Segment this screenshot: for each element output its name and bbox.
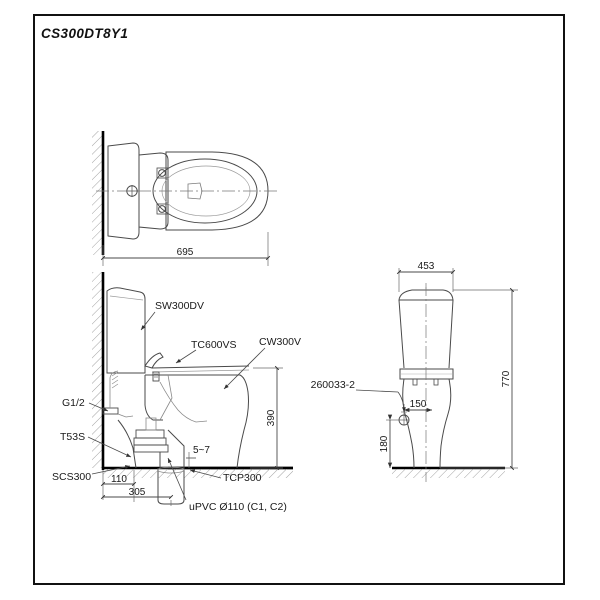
side-view-pedestal-back xyxy=(117,419,137,469)
leader-tcp300 xyxy=(189,469,222,479)
label-t53s: T53S xyxy=(60,431,85,443)
side-view-seat-bottom xyxy=(151,369,250,373)
label-upvc: uPVC Ø110 (C1, C2) xyxy=(189,501,287,513)
label-g12: G1/2 xyxy=(62,397,85,409)
front-view-tank-sides xyxy=(398,299,454,369)
side-view-bowl-outer xyxy=(145,374,249,469)
side-view-connector-3 xyxy=(133,444,169,453)
leader-260033-2 xyxy=(397,391,406,413)
side-view-floor-hatch xyxy=(103,469,293,478)
label-sw300dv: SW300DV xyxy=(155,300,204,312)
side-view-wall-hatch xyxy=(92,272,102,468)
leader-upvc xyxy=(167,457,187,501)
top-view-bowl-neck xyxy=(138,152,169,230)
side-view-seat-top xyxy=(151,365,250,369)
side-view-trapway-detail xyxy=(159,374,173,421)
leader-cw300v xyxy=(223,347,266,390)
top-view-hinge-left xyxy=(158,169,166,177)
top-view-tank-outline xyxy=(107,142,140,240)
top-view-group: 695 xyxy=(92,131,278,266)
label-cw300v: CW300V xyxy=(259,336,301,348)
dim-180: 180 xyxy=(379,435,390,452)
front-view-tank-lid xyxy=(398,289,454,301)
label-tc600vs: TC600VS xyxy=(191,339,237,351)
dim-390: 390 xyxy=(266,409,277,426)
side-view-seat-hinge xyxy=(144,352,164,369)
top-view-hinge-right xyxy=(158,205,166,213)
front-view-floor-hatch xyxy=(392,469,505,478)
side-view-bowl-inner xyxy=(159,381,208,423)
front-view-pedestal-right xyxy=(439,378,452,469)
side-view-group: 390 5~7 110 305 SW300DV xyxy=(52,272,301,513)
leader-t53s xyxy=(87,436,132,458)
label-260033-2: 260033-2 xyxy=(311,379,356,391)
leader-scs300 xyxy=(91,465,131,475)
front-view-bolt-left xyxy=(412,378,418,386)
dim-695: 695 xyxy=(177,247,194,258)
leader-260033-2-horizontal xyxy=(355,389,399,393)
label-scs300: SCS300 xyxy=(52,471,91,483)
side-view-flush-valve xyxy=(152,371,160,382)
front-view-pedestal-left xyxy=(402,378,415,469)
front-view-bolt-right xyxy=(433,378,439,386)
side-view-valve-link xyxy=(117,413,134,418)
side-view-connector-1 xyxy=(135,429,165,439)
side-view-connector-2 xyxy=(133,437,167,446)
label-tcp300: TCP300 xyxy=(223,472,262,484)
dim-453: 453 xyxy=(418,261,435,272)
side-view-bowl-back xyxy=(144,375,163,421)
dim-305: 305 xyxy=(129,487,146,498)
leader-tc600vs xyxy=(175,349,197,364)
dim-110: 110 xyxy=(111,474,127,485)
side-view-flex-hose-detail xyxy=(111,371,119,389)
top-view-rim-detail xyxy=(187,182,203,200)
dim-5-7: 5~7 xyxy=(193,445,210,456)
drawing-title: CS300DT8Y1 xyxy=(41,26,129,41)
dim-150: 150 xyxy=(410,399,427,410)
leader-sw300dv xyxy=(140,311,156,331)
side-view-tank-lid-line xyxy=(109,295,144,301)
leader-g12 xyxy=(88,402,109,412)
front-view-group: 453 770 150 180 260033-2 xyxy=(311,261,518,482)
dim-770: 770 xyxy=(501,370,512,387)
side-view-tank xyxy=(106,287,146,374)
side-view-drain-pipe-top xyxy=(157,466,185,474)
side-view-trap-detail xyxy=(145,417,157,431)
side-view-supply-tube xyxy=(109,370,119,408)
top-view-wall-hatch xyxy=(92,131,102,255)
top-view-seat-ring xyxy=(152,158,258,224)
drawing-frame-border xyxy=(33,14,565,585)
side-view-supply-fitting xyxy=(102,407,119,415)
